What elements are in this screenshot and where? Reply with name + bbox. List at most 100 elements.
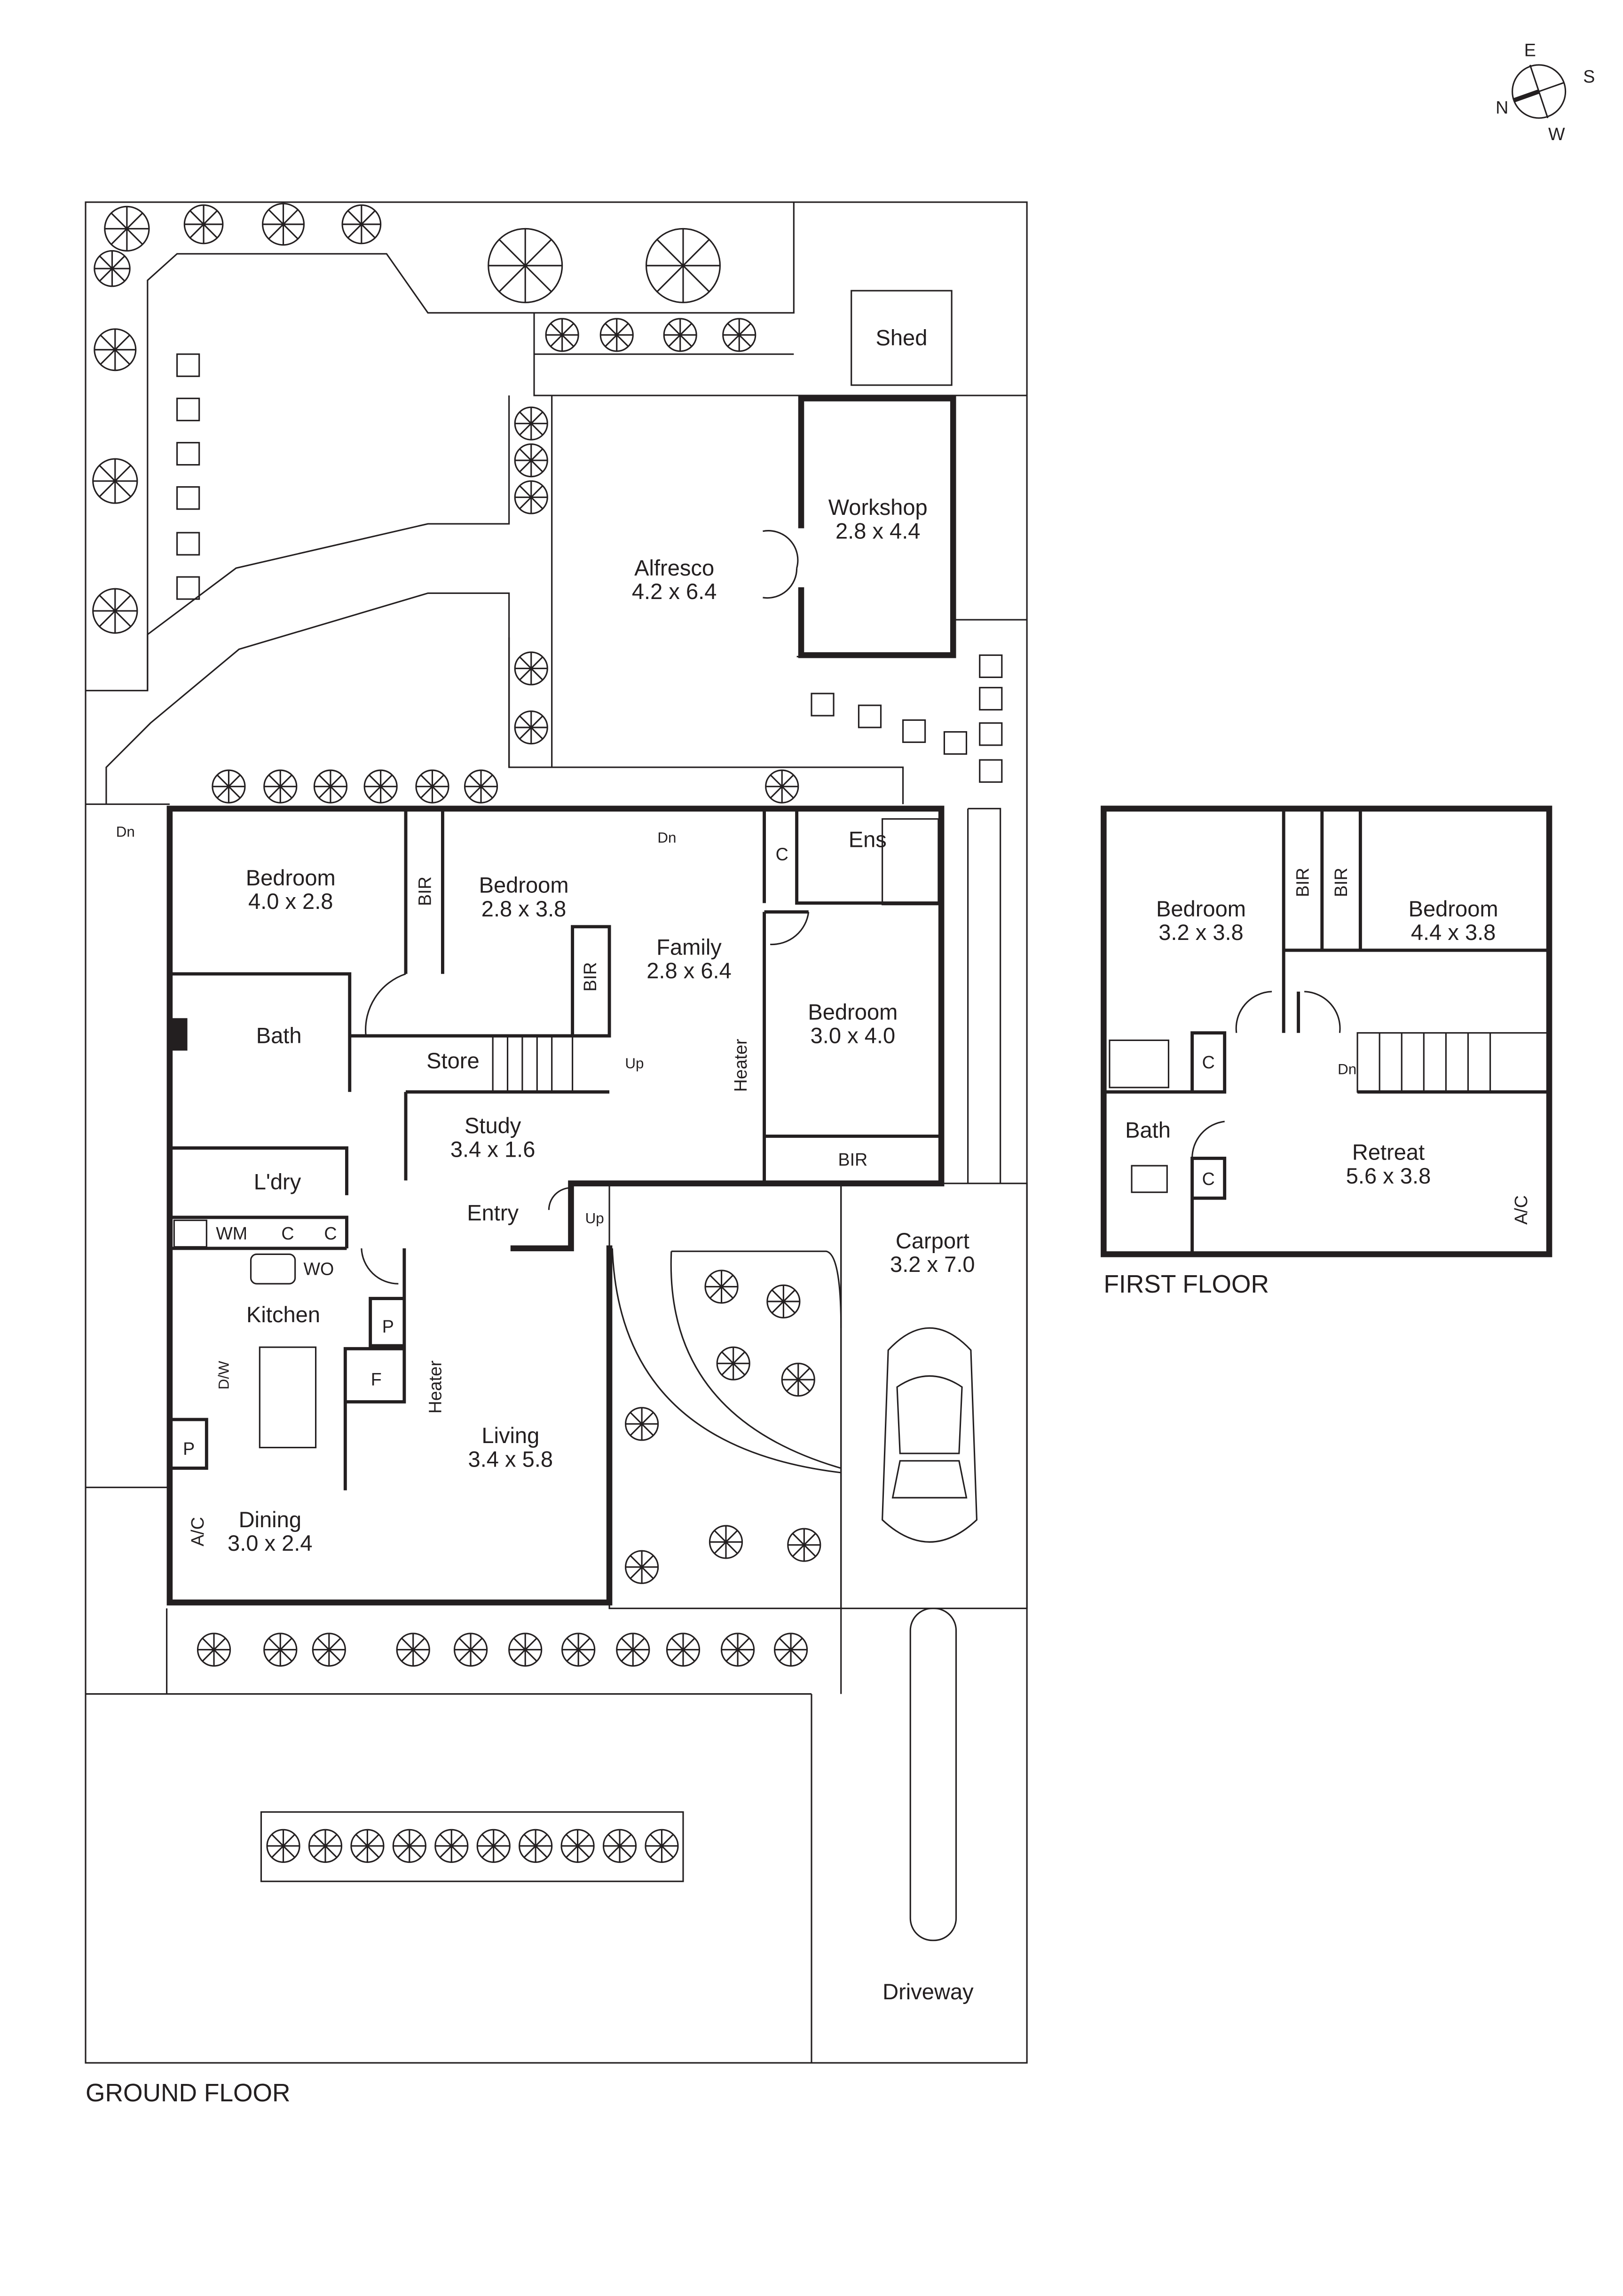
paver — [943, 731, 968, 755]
label-cupboard: C — [776, 844, 788, 864]
label-ac: A/C — [188, 1517, 207, 1546]
paver — [176, 576, 200, 600]
tree-icon — [545, 318, 579, 352]
label-cupboard: C — [281, 1223, 294, 1243]
label-driveway: Driveway — [882, 1979, 974, 2004]
label-bir: BIR — [1293, 868, 1313, 897]
tree-icon — [396, 1633, 430, 1667]
ground-floor-caption: GROUND FLOOR — [86, 2079, 291, 2107]
paver — [858, 704, 882, 728]
tree-icon — [560, 1829, 595, 1863]
paver — [979, 722, 1003, 746]
label-ens: Ens — [849, 827, 887, 852]
tree-icon — [363, 769, 398, 804]
tree-icon — [625, 1407, 659, 1441]
tree-icon — [663, 318, 697, 352]
tree-icon — [766, 1284, 801, 1318]
room-name: Bedroom — [1409, 896, 1498, 921]
tree-icon — [476, 1829, 511, 1863]
room-dims: 2.8 x 4.4 — [835, 518, 921, 543]
label-dishwasher: D/W — [215, 1361, 232, 1389]
label-entry: Entry — [467, 1200, 519, 1225]
tree-icon — [94, 250, 131, 287]
label-cupboard: C — [1202, 1052, 1215, 1072]
tree-icon — [308, 1829, 343, 1863]
room-dims: 3.4 x 1.6 — [450, 1136, 536, 1161]
label-bir: BIR — [1331, 868, 1351, 897]
ground-floor-walls — [166, 395, 956, 1606]
tree-icon — [263, 769, 298, 804]
tree-icon — [514, 651, 548, 686]
tree-icon — [599, 318, 634, 352]
tree-icon — [341, 204, 382, 245]
tree-icon — [434, 1829, 469, 1863]
paver — [176, 397, 200, 421]
label-steps-down: Dn — [657, 829, 676, 846]
tree-icon — [212, 769, 246, 804]
tree-icon — [183, 204, 224, 245]
tree-icon — [263, 1633, 298, 1667]
tree-icon — [92, 458, 138, 504]
label-steps-down: Dn — [116, 823, 135, 840]
tree-icon — [312, 1633, 346, 1667]
label-heater: Heater — [425, 1360, 445, 1413]
room-dims: 2.8 x 3.8 — [481, 896, 567, 921]
room-dims: 4.0 x 2.8 — [248, 889, 333, 914]
tree-icon — [464, 769, 498, 804]
tree-icon — [453, 1633, 488, 1667]
paver — [979, 759, 1003, 783]
tree-icon — [514, 443, 548, 478]
label-wall-oven: WO — [303, 1259, 334, 1278]
trees — [92, 203, 821, 1863]
room-dims: 3.0 x 2.4 — [228, 1531, 313, 1555]
tree-icon — [104, 205, 150, 252]
first-floor-walls — [1101, 805, 1552, 1257]
tree-icon — [666, 1633, 701, 1667]
tree-icon — [508, 1633, 543, 1667]
tree-icon — [781, 1363, 815, 1397]
compass-n: N — [1496, 98, 1508, 118]
tree-icon — [94, 328, 137, 371]
room-name: Bedroom — [1156, 896, 1246, 921]
paver — [176, 353, 200, 377]
label-bir: BIR — [580, 962, 600, 992]
compass-e: E — [1524, 40, 1536, 60]
tree-icon — [197, 1633, 231, 1667]
tree-icon — [514, 406, 548, 441]
label-store: Store — [426, 1048, 480, 1073]
room-dims: 3.2 x 3.8 — [1158, 920, 1244, 945]
tree-icon — [709, 1525, 743, 1559]
paver — [176, 532, 200, 556]
label-wm: WM — [216, 1223, 247, 1243]
tree-icon — [721, 1633, 755, 1667]
paver — [811, 693, 835, 717]
room-name: Bedroom — [246, 865, 336, 890]
room-dims: 4.2 x 6.4 — [632, 579, 717, 604]
room-dims: 4.4 x 3.8 — [1411, 920, 1496, 945]
label-bath: Bath — [1125, 1118, 1171, 1143]
compass-w: W — [1548, 124, 1565, 144]
tree-icon — [716, 1346, 750, 1381]
room-name: Study — [465, 1113, 521, 1138]
room-name: Workshop — [828, 495, 928, 520]
room-dims: 2.8 x 6.4 — [646, 958, 732, 983]
tree-icon — [625, 1550, 659, 1584]
tree-icon — [514, 480, 548, 514]
room-name: Dining — [239, 1507, 301, 1532]
tree-icon — [350, 1829, 385, 1863]
room-name: Alfresco — [634, 555, 714, 580]
tree-icon — [313, 769, 348, 804]
tree-icon — [415, 769, 449, 804]
label-cupboard: C — [1202, 1169, 1215, 1189]
room-name: Retreat — [1352, 1140, 1425, 1165]
tree-icon — [92, 588, 138, 634]
label-laundry: L'dry — [254, 1169, 301, 1194]
tree-icon — [266, 1829, 300, 1863]
